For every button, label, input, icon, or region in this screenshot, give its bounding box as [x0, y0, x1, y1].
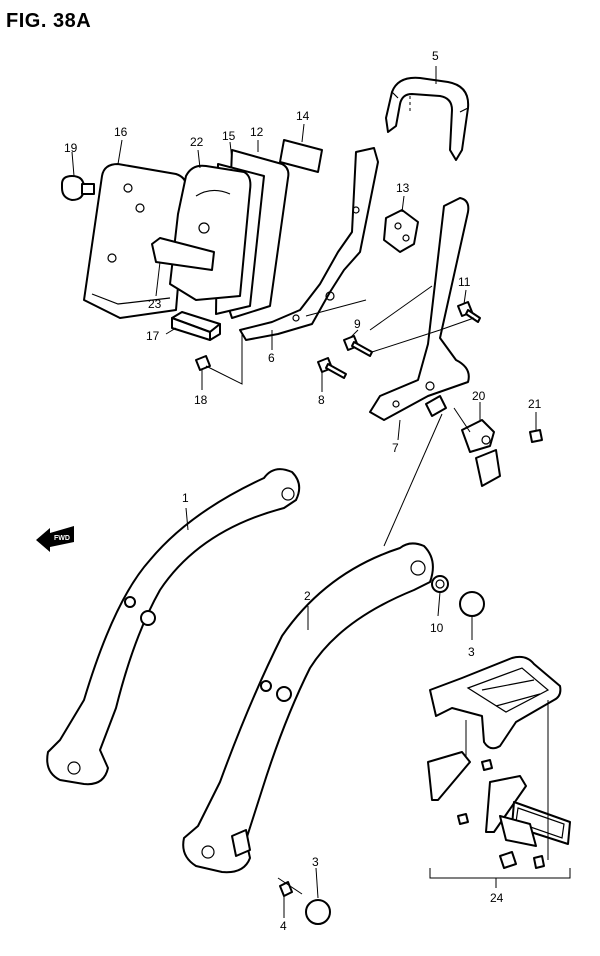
part-24-rack-bracket-right	[485, 775, 527, 833]
fwd-direction-arrow: FWD	[36, 526, 74, 552]
part-24-bolts-nuts	[457, 759, 545, 869]
part-7-support-arm	[369, 197, 470, 421]
callout-8: 8	[318, 393, 325, 407]
part-4-bolt	[279, 881, 293, 897]
part-24-rack-bracket-left	[427, 751, 471, 801]
bolt-8	[317, 357, 347, 379]
bolt-9	[343, 335, 373, 357]
callout-22: 22	[190, 135, 204, 149]
bolt-11	[457, 301, 481, 323]
part-16-back-plate	[83, 163, 188, 319]
callout-13: 13	[396, 181, 410, 195]
callout-6: 6	[268, 351, 275, 365]
part-24-small-plate	[499, 815, 537, 847]
callout-15: 15	[222, 129, 236, 143]
callout-5: 5	[432, 49, 439, 63]
callout-4: 4	[280, 919, 287, 933]
part-1-side-rail-left	[46, 468, 301, 786]
callout-labels: 1 2 3 3 4 5 6 7 8 9 10 11 12 13 14 15 16…	[64, 49, 542, 933]
callout-1: 1	[182, 491, 189, 505]
part-24-luggage-rack	[429, 655, 562, 750]
part-2-side-rail-right	[182, 542, 434, 874]
leader-lines	[71, 66, 571, 918]
part-13-clamp	[383, 209, 419, 253]
callout-18: 18	[194, 393, 208, 407]
part-10-bushing	[431, 575, 449, 593]
callout-2: 2	[304, 589, 311, 603]
part-20-lock	[461, 419, 501, 487]
part-3-cap-upper	[459, 591, 485, 617]
callout-23: 23	[148, 297, 162, 311]
bolt-18	[195, 355, 211, 371]
part-17-pad-block	[171, 311, 221, 341]
callout-10: 10	[430, 621, 444, 635]
callout-9: 9	[354, 317, 361, 331]
callout-3-upper: 3	[468, 645, 475, 659]
bolt-21	[529, 429, 543, 443]
callout-3-lower: 3	[312, 855, 319, 869]
callout-19: 19	[64, 141, 78, 155]
part-24-reflector	[511, 801, 571, 845]
part-3-cap-lower	[305, 899, 331, 925]
part-5-grab-handle	[385, 76, 470, 161]
callout-20: 20	[472, 389, 486, 403]
part-6-mount-bracket	[239, 147, 379, 341]
fwd-label: FWD	[54, 535, 70, 542]
callout-14: 14	[296, 109, 310, 123]
callout-11: 11	[458, 275, 471, 289]
part-14-label-plate	[279, 139, 323, 173]
callout-17: 17	[146, 329, 160, 343]
callout-21: 21	[528, 397, 542, 411]
figure-title: FIG. 38A	[6, 10, 92, 32]
callout-24: 24	[490, 891, 504, 905]
part-19-knob	[61, 175, 95, 201]
callout-12: 12	[250, 125, 264, 139]
callout-7: 7	[392, 441, 399, 455]
part-23-strap	[151, 237, 215, 271]
callout-16: 16	[114, 125, 128, 139]
